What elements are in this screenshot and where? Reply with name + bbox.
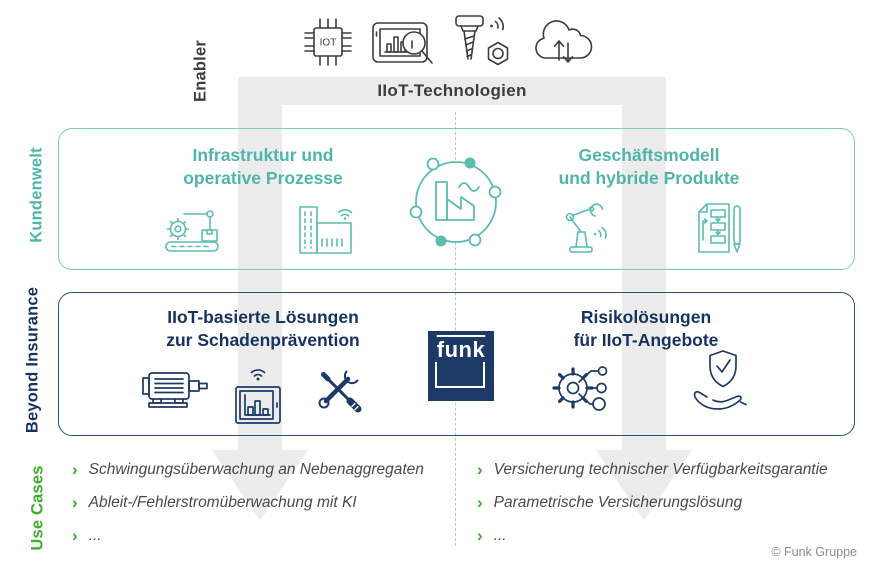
title-line: Infrastruktur und	[192, 145, 334, 165]
document-flowchart-pencil-icon	[687, 202, 745, 254]
smart-factory-building-icon	[294, 205, 358, 255]
cloud-sync-icon	[530, 15, 598, 69]
use-case-item: › Versicherung technischer Verfügbarkeit…	[477, 460, 869, 480]
data-analysis-monitor-icon	[371, 16, 435, 68]
chevron-bullet-icon: ›	[477, 493, 483, 512]
title-line: Risikolösungen	[580, 307, 712, 327]
kundenwelt-right-title: Geschäftsmodell und hybride Produkte	[499, 144, 799, 190]
svg-text:IOT: IOT	[320, 38, 337, 49]
use-cases-list-left: › Schwingungsüberwachung an Nebenaggrega…	[72, 460, 470, 559]
use-cases-list-right: › Versicherung technischer Verfügbarkeit…	[477, 460, 869, 559]
electric-motor-icon	[139, 367, 213, 413]
gear-network-icon	[547, 351, 621, 423]
robot-arm-icon	[557, 200, 613, 256]
center-divider-dashed-line	[455, 112, 456, 546]
chevron-bullet-icon: ›	[477, 526, 483, 545]
use-cases-label: Use Cases	[28, 465, 47, 551]
monitoring-tablet-wifi-icon	[229, 363, 287, 431]
beyond-insurance-left-title: IIoT-basierte Lösungen zur Schadenpräven…	[113, 306, 413, 352]
title-line: IIoT-basierte Lösungen	[167, 307, 359, 327]
use-case-text: Versicherung technischer Verfügbarkeitsg…	[493, 461, 828, 478]
kundenwelt-box: Infrastruktur und operative Prozesse	[58, 128, 855, 270]
chevron-bullet-icon: ›	[72, 460, 78, 479]
use-case-item: › ...	[477, 526, 869, 546]
use-case-item: › Ableit-/Fehlerstromüberwachung mit KI	[72, 493, 470, 513]
chevron-bullet-icon: ›	[72, 493, 78, 512]
beyond-insurance-right-title: Risikolösungen für IIoT-Angebote	[496, 306, 796, 352]
use-case-text: Schwingungsüberwachung an Nebenaggregate…	[88, 461, 424, 478]
funk-logo-wordmark: funk	[428, 337, 494, 363]
title-line: Geschäftsmodell	[578, 145, 720, 165]
technology-icon-row: IOT	[302, 10, 598, 74]
use-case-text: ...	[493, 527, 507, 544]
flow-arrow-left	[212, 77, 308, 520]
kundenwelt-label: Kundenwelt	[27, 147, 46, 243]
use-case-item: › Parametrische Versicherungslösung	[477, 493, 869, 513]
title-line: operative Prozesse	[183, 168, 343, 188]
enabler-label: Enabler	[191, 40, 210, 102]
kundenwelt-left-title: Infrastruktur und operative Prozesse	[113, 144, 413, 190]
copyright-notice: © Funk Gruppe	[771, 545, 857, 559]
beyond-insurance-label: Beyond Insurance	[23, 286, 42, 434]
use-case-text: Parametrische Versicherungslösung	[493, 494, 743, 511]
conveyor-robot-icon	[164, 204, 222, 254]
funk-logo: funk	[428, 331, 494, 401]
flow-arrow-right	[596, 77, 692, 520]
beyond-insurance-box: IIoT-basierte Lösungen zur Schadenpräven…	[58, 292, 855, 436]
title-line: und hybride Produkte	[558, 168, 740, 188]
shield-hand-icon	[687, 347, 749, 417]
chevron-bullet-icon: ›	[72, 526, 78, 545]
band-title: IIoT-Technologien	[377, 81, 527, 100]
use-case-item: › Schwingungsüberwachung an Nebenaggrega…	[72, 460, 470, 480]
screw-sensor-icon	[451, 12, 513, 72]
chevron-bullet-icon: ›	[477, 460, 483, 479]
iot-chip-icon: IOT	[302, 12, 354, 72]
title-line: zur Schadenprävention	[166, 330, 360, 350]
enabler-band	[238, 77, 666, 105]
use-case-text: ...	[88, 527, 102, 544]
tools-icon	[314, 365, 364, 413]
iiot-network-factory-icon	[404, 151, 508, 253]
use-case-item: › ...	[72, 526, 470, 546]
use-case-text: Ableit-/Fehlerstromüberwachung mit KI	[88, 494, 357, 511]
title-line: für IIoT-Angebote	[573, 330, 719, 350]
